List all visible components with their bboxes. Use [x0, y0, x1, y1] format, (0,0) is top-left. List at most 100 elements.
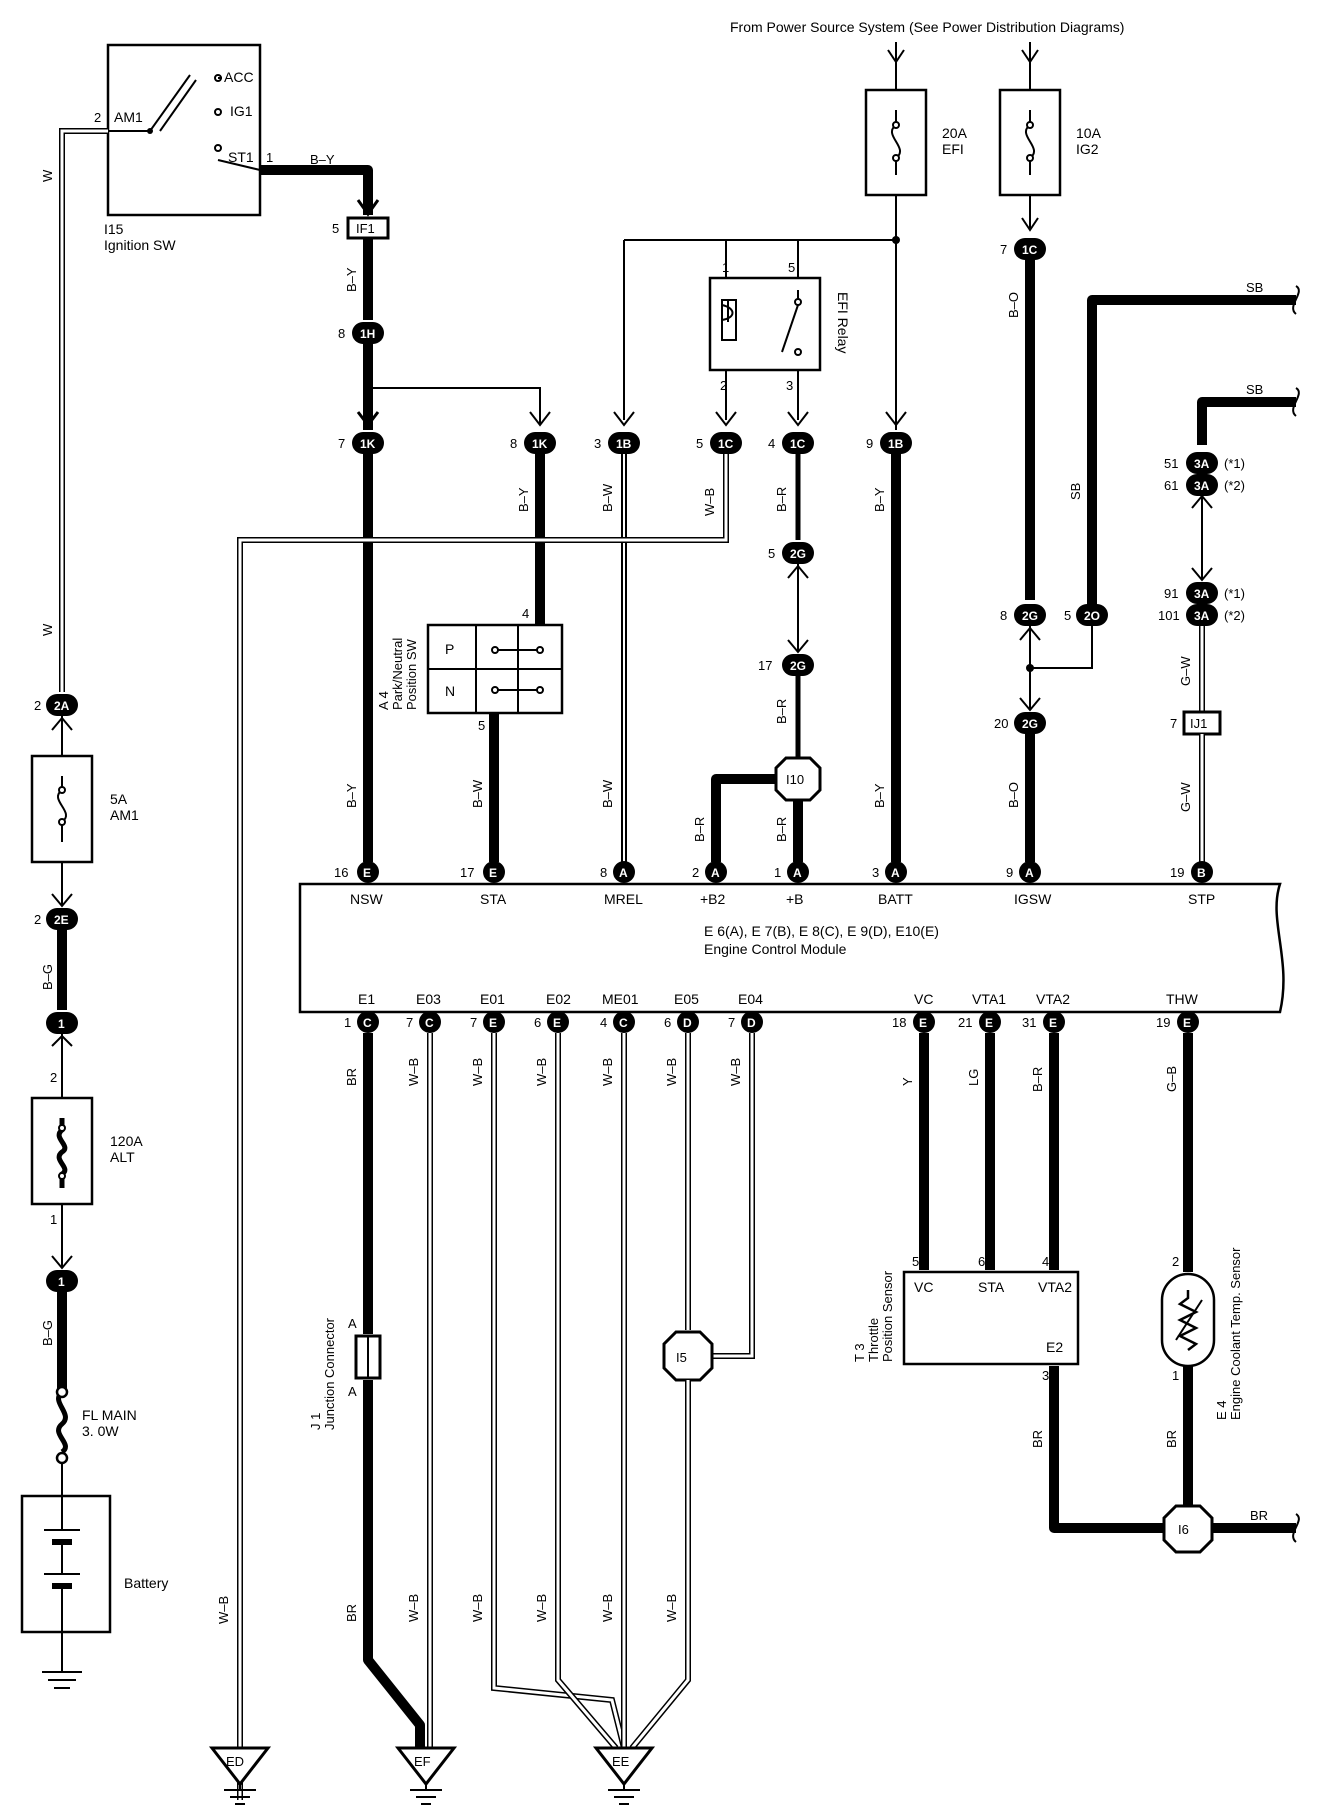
park-neutral-switch: P N 4 5 A 4 Park/Neutral Position SW: [376, 606, 564, 733]
ecm-igsw-pin: 9: [1006, 865, 1013, 880]
arrow-3a-91: [1191, 567, 1213, 582]
connector-1b-a-pin: 3: [594, 436, 601, 451]
pn-pin-bottom: 5: [478, 718, 485, 733]
arrow-2e: [51, 893, 73, 908]
tps-name-1: Throttle: [866, 1318, 881, 1362]
wire-label-w-2: W: [40, 623, 55, 636]
ecm-e03-conn: C: [425, 1016, 434, 1030]
connector-1c-b: 1C 4: [768, 432, 814, 454]
ig2-feed-arrow: [1021, 49, 1039, 64]
arrow-1c-a: [715, 411, 737, 427]
wire-label-br-1: B–R: [774, 487, 789, 512]
connector-1k-a-label: 1K: [360, 437, 376, 451]
fuse-am1-name: AM1: [110, 807, 139, 823]
wire-label-br-ect: BR: [1164, 1430, 1179, 1448]
wire-label-by-pn: B–Y: [516, 487, 531, 512]
fuse-ig2: 10A IG2: [998, 88, 1102, 197]
connector-1c-a-pin: 5: [696, 436, 703, 451]
ecm-e05-conn: D: [683, 1016, 692, 1030]
ecm-pin-vta1: E21: [958, 1011, 1001, 1033]
ecm-batt-pin: 3: [872, 865, 879, 880]
wire-label-wb-e02-2: W–B: [534, 1594, 549, 1622]
ecm-term-e04: E04: [738, 991, 763, 1007]
connector-1b-a: 1B 3: [594, 432, 640, 454]
tps-id: T 3: [852, 1343, 867, 1362]
arrow-2g-20: [1019, 697, 1041, 712]
ecm-vc-pin: 18: [892, 1015, 906, 1030]
wire-i6-break: [1292, 1513, 1300, 1543]
wire-label-by-batt-2: B–Y: [872, 783, 887, 808]
ecm-term-thw: THW: [1166, 991, 1199, 1007]
wire-label-gw-2: G–W: [1178, 782, 1193, 812]
ecm-e03-pin: 7: [406, 1015, 413, 1030]
splice-i5: I5: [662, 1330, 714, 1382]
wire-label-bw-mrel: B–W: [600, 483, 615, 512]
wire-sb-1-break: [1292, 285, 1300, 315]
wire-label-lg: LG: [966, 1069, 981, 1086]
ecm-pin-stp: B19: [1170, 861, 1213, 883]
ecm-stp-conn: B: [1197, 866, 1206, 880]
ecm-e04-pin: 7: [728, 1015, 735, 1030]
ecm-term-e05: E05: [674, 991, 699, 1007]
connector-if1-label: IF1: [356, 221, 375, 236]
pn-name-2: Position SW: [404, 638, 419, 710]
relay-name: EFI Relay: [835, 292, 851, 353]
wire-2o-branch: [1030, 626, 1093, 669]
arrow-2g-5: [787, 564, 809, 579]
arrow-1k-a: [356, 411, 380, 428]
efi-relay: 1 5 2 3 EFI Relay: [708, 260, 851, 393]
connector-1-b: 1: [46, 1270, 78, 1292]
battery-ground-icon: [42, 1671, 82, 1689]
pn-pin-top: 4: [522, 606, 529, 621]
connector-3a-91-note: (*1): [1224, 586, 1245, 601]
ig2-arrow: [1021, 217, 1039, 232]
ecm-pin-b: A1: [774, 861, 809, 883]
ecm-vc-conn: E: [919, 1016, 927, 1030]
arrow-3a-61: [1191, 494, 1213, 509]
connector-3a-51-note: (*1): [1224, 456, 1245, 471]
ecm-pin-batt: A3: [872, 861, 907, 883]
connector-1c-a-label: 1C: [718, 437, 734, 451]
connector-2g-17: 2G 17: [758, 654, 814, 676]
wire-label-br-vta2: B–R: [1030, 1067, 1045, 1092]
fl-main-name: FL MAIN: [82, 1407, 137, 1423]
ig-pin-st1: 1: [266, 150, 273, 165]
connector-2a-label: 2A: [54, 699, 70, 713]
connector-1h-label: 1H: [360, 327, 375, 341]
connector-2g-17-pin: 17: [758, 658, 772, 673]
ect-pin-bottom: 1: [1172, 1368, 1179, 1383]
arrow-2g-8: [1019, 626, 1041, 641]
ecm-pin-e01: E7: [470, 1011, 505, 1033]
ecm-term-vta1: VTA1: [972, 991, 1006, 1007]
ecm-vta1-pin: 21: [958, 1015, 972, 1030]
ecm-term-mrel: MREL: [604, 891, 643, 907]
ecm-b-pin: 1: [774, 865, 781, 880]
arrow-1b-b: [885, 411, 907, 427]
wire-1k-branch: [368, 387, 541, 425]
wire-label-by-st1: B–Y: [310, 152, 335, 167]
connector-3a-51-pin: 51: [1164, 456, 1178, 471]
ig-id: I15: [104, 221, 124, 237]
wire-label-by-nsw: B–Y: [344, 783, 359, 808]
connector-3a-61-pin: 61: [1164, 478, 1178, 493]
wire-label-sb-3: SB: [1246, 382, 1263, 397]
wire-am1-w-inner: [60, 129, 108, 692]
wire-e2-br: [1049, 1366, 1166, 1533]
wire-label-by-batt: B–Y: [872, 487, 887, 512]
ecm-term-me01: ME01: [602, 991, 639, 1007]
connector-2e-label: 2E: [54, 913, 69, 927]
connector-1c-top-pin: 7: [1000, 242, 1007, 257]
wire-sb-1: [1087, 295, 1296, 604]
fuse-efi-rating: 20A: [942, 125, 968, 141]
ecm-pin-igsw: A9: [1006, 861, 1041, 883]
ecm-term-vta2: VTA2: [1036, 991, 1070, 1007]
ecm-e01-pin: 7: [470, 1015, 477, 1030]
arrow-2g-17: [787, 639, 809, 654]
ecm-mrel-pin: 8: [600, 865, 607, 880]
ig-term-acc: ACC: [224, 69, 254, 85]
wire-label-wb-ed: W–B: [216, 1596, 231, 1624]
wire-label-wb-e05: W–B: [664, 1058, 679, 1086]
wire-label-br-i6: BR: [1250, 1508, 1268, 1523]
connector-2a: 2A 2: [34, 694, 78, 716]
connector-ij1: IJ1 7: [1170, 710, 1222, 736]
